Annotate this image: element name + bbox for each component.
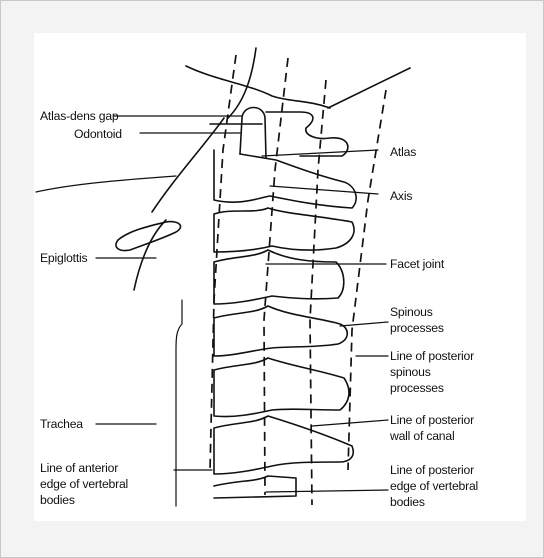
- vertebra-c3: [214, 208, 354, 252]
- axis-vertebra: [214, 150, 356, 208]
- vertebra-c5: [214, 306, 347, 356]
- label-anterior-line-1: Line of anterior: [40, 461, 118, 475]
- label-posterior-spinous-line-3: processes: [390, 381, 444, 395]
- label-spinous-processes-1: Spinous: [390, 305, 433, 319]
- label-anterior-line-2: edge of vertebral: [40, 477, 128, 491]
- posterior-canal-line: [310, 80, 326, 505]
- trachea-anterior-wall: [176, 300, 182, 506]
- posterior-body-line: [264, 58, 288, 495]
- label-spinous-processes-2: processes: [390, 321, 444, 335]
- label-facet-joint: Facet joint: [390, 257, 445, 271]
- label-atlas-dens-gap: Atlas-dens gap: [40, 109, 119, 123]
- label-epiglottis: Epiglottis: [40, 251, 88, 265]
- label-posterior-body-line-1: Line of posterior: [390, 463, 474, 477]
- label-odontoid: Odontoid: [74, 127, 122, 141]
- neck-outline: [36, 176, 176, 192]
- posterior-spinous-line: [348, 90, 386, 470]
- skull-base: [186, 48, 410, 118]
- epiglottis-stalk: [134, 220, 166, 290]
- reference-lines: [210, 55, 386, 505]
- leader-lines: [96, 116, 388, 492]
- label-posterior-spinous-line-1: Line of posterior: [390, 349, 474, 363]
- label-posterior-body-line-2: edge of vertebral: [390, 479, 478, 493]
- label-posterior-body-line-3: bodies: [390, 495, 425, 509]
- label-atlas: Atlas: [390, 145, 416, 159]
- vertebra-t1: [214, 476, 296, 498]
- label-trachea: Trachea: [40, 417, 83, 431]
- label-axis: Axis: [390, 189, 412, 203]
- label-anterior-line-3: bodies: [40, 493, 75, 507]
- label-posterior-spinous-line-2: spinous: [390, 365, 431, 379]
- vertebra-c4: [214, 250, 344, 304]
- label-posterior-canal-line-1: Line of posterior: [390, 413, 474, 427]
- vertebra-c6: [214, 358, 349, 417]
- odontoid-process: [240, 108, 266, 159]
- label-posterior-canal-line-2: wall of canal: [389, 429, 454, 443]
